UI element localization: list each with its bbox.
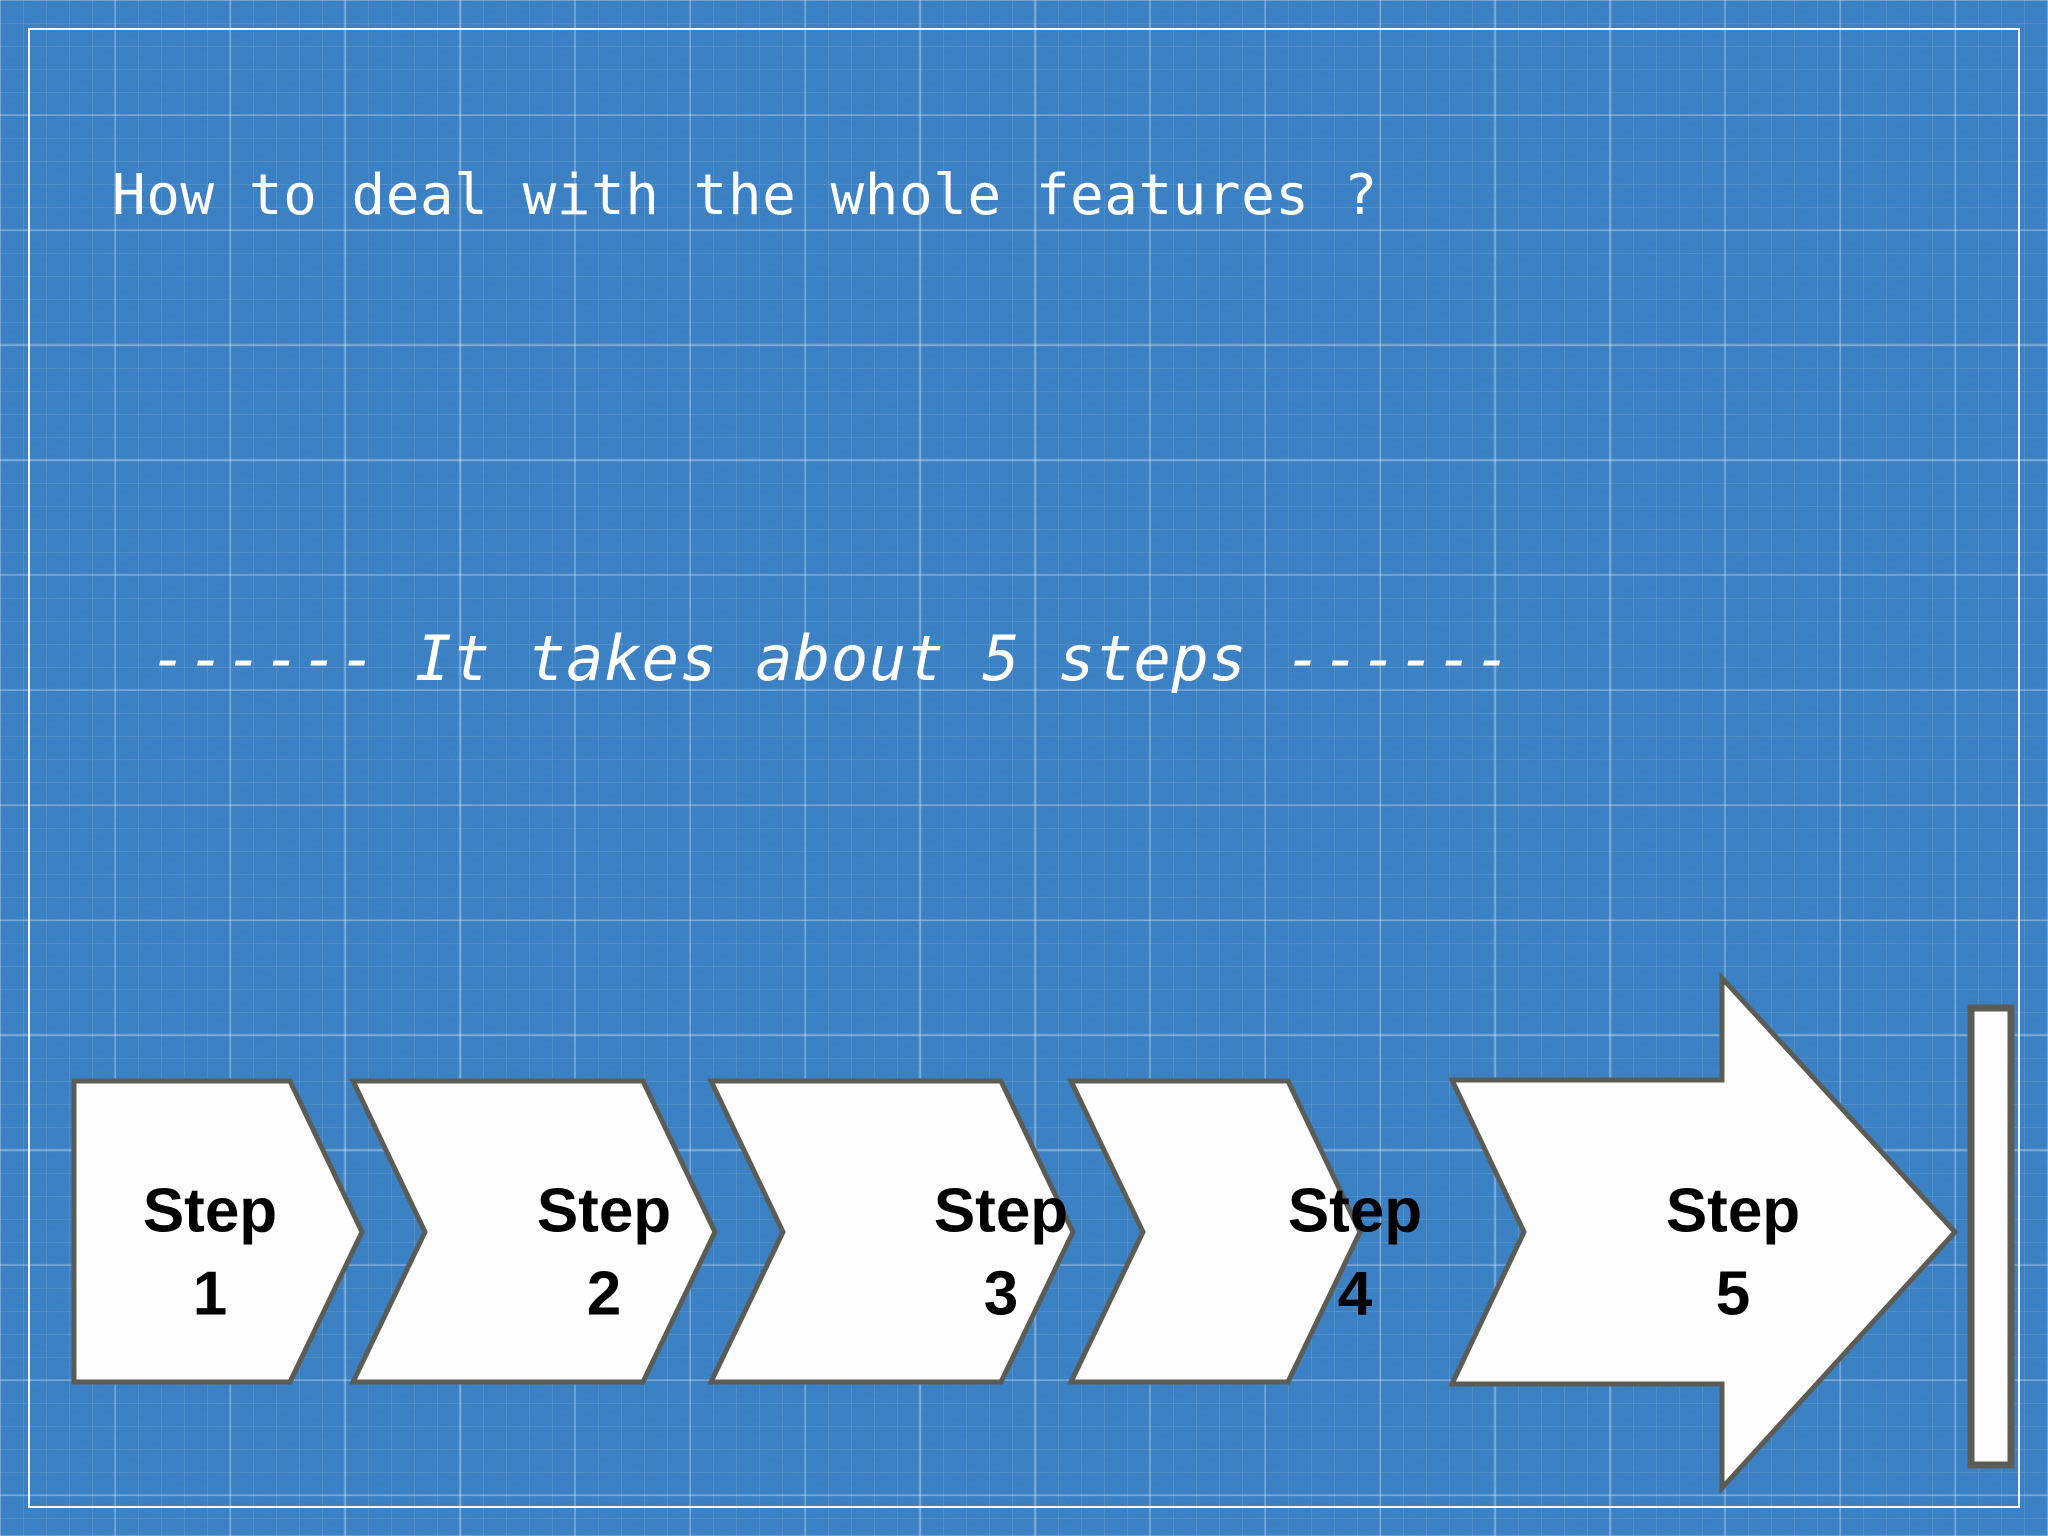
step-shape-4[interactable]: Step 4 <box>1067 1078 1422 1385</box>
step-3-number: 3 <box>984 1259 1018 1328</box>
step-1-number: 1 <box>193 1259 227 1328</box>
slide-title: How to deal with the whole features ? <box>112 163 1378 228</box>
chevron-2[interactable] <box>349 1078 718 1385</box>
chevron-1[interactable] <box>71 1078 365 1385</box>
step-shape-5[interactable]: Step 5 <box>1448 971 1959 1495</box>
step-5-label: Step <box>1666 1176 1800 1245</box>
step-2-number: 2 <box>587 1259 621 1328</box>
step-1-label: Step <box>143 1176 277 1245</box>
step-5-number: 5 <box>1716 1259 1750 1328</box>
step-3-label: Step <box>934 1176 1068 1245</box>
big-arrow-5[interactable] <box>1448 971 1959 1495</box>
step-shape-1[interactable]: Step 1 <box>71 1078 365 1385</box>
chevron-3[interactable] <box>707 1078 1076 1385</box>
step-shape-2[interactable]: Step 2 <box>349 1078 718 1385</box>
step-shape-3[interactable]: Step 3 <box>707 1078 1076 1385</box>
slide-border-frame <box>28 28 2020 1508</box>
step-4-number: 4 <box>1338 1259 1373 1328</box>
step-2-label: Step <box>537 1176 671 1245</box>
step-4-label: Step <box>1288 1176 1422 1245</box>
chevron-4[interactable] <box>1067 1078 1363 1385</box>
slide-subtitle: ------ It takes about 5 steps ------ <box>150 622 1512 695</box>
end-vertical-bar[interactable] <box>1967 1004 2015 1469</box>
